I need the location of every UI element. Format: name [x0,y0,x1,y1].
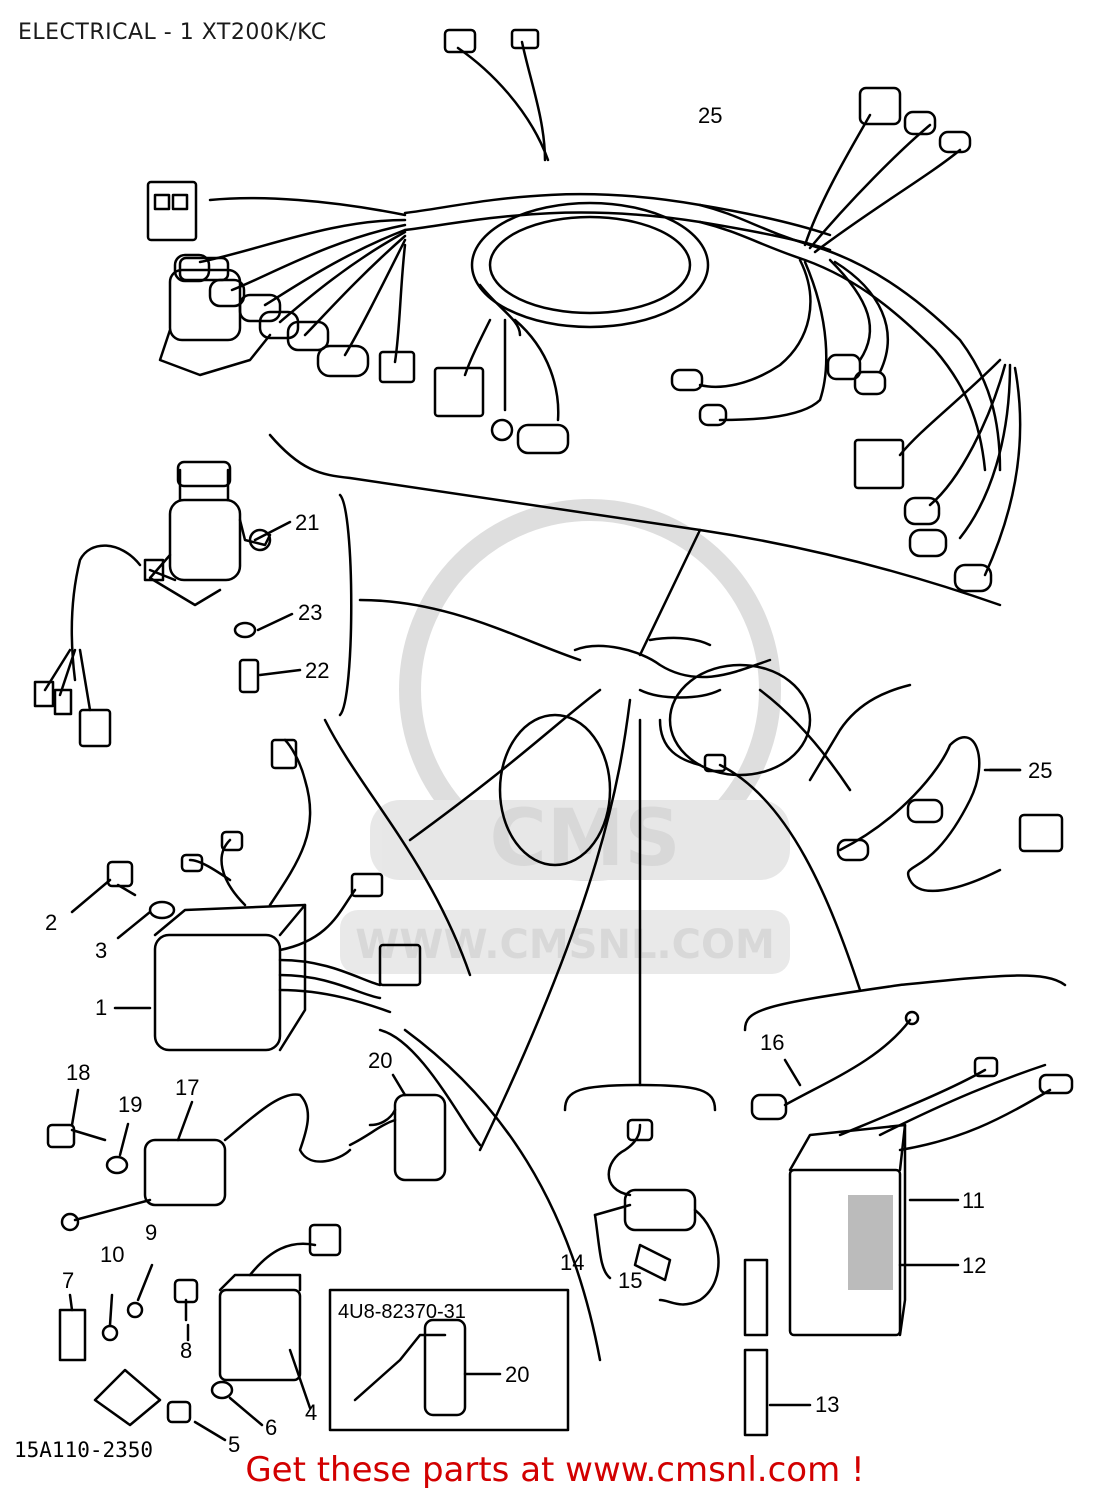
callout-21: 21 [295,510,319,535]
watermark-brand: CMS [489,794,680,884]
wire-harness [146,28,1022,657]
watermark-site: WWW.CMSNL.COM [355,922,775,968]
ignition-coil-group [46,1028,482,1232]
callout-7: 7 [62,1268,74,1293]
callout-16: 16 [760,1030,784,1055]
callout-22: 22 [305,658,329,683]
drawing-code: 15A110-2350 [14,1438,154,1462]
callout-8: 8 [180,1338,192,1363]
callout-12: 12 [962,1253,986,1278]
cms-watermark: CMS WWW.CMSNL.COM [340,499,790,974]
inset-part-code: 4U8-82370-31 [338,1301,466,1323]
callout-4: 4 [305,1400,317,1425]
callout-18: 18 [66,1060,90,1085]
frame-sketch [358,598,912,1152]
callout-6: 6 [265,1415,277,1440]
callout-13: 13 [815,1392,839,1417]
callout-19: 19 [118,1092,142,1117]
callout-15: 15 [618,1268,642,1293]
rectifier-group [58,1028,602,1442]
sensor-group [563,1083,720,1306]
callout-14: 14 [560,1250,584,1275]
callout-10: 10 [100,1242,124,1267]
inset-callout-20: 20 [505,1362,529,1387]
footer-link-text[interactable]: Get these parts at www.cmsnl.com ! [245,1450,865,1490]
inset-box [328,1288,570,1432]
battery-group [743,768,1074,1437]
callout-9: 9 [145,1220,157,1245]
callout-2: 2 [45,910,57,935]
callout-17: 17 [175,1075,199,1100]
callout-25: 25 [1028,758,1052,783]
callout-5: 5 [228,1432,240,1457]
callout-labels: 25 21 23 22 25 2 3 1 18 19 17 20 16 11 1… [45,103,1052,1457]
callout-11: 11 [962,1188,985,1213]
callout-20: 20 [368,1048,392,1073]
cdi-unit-group [70,718,472,1052]
main-switch-group [33,256,353,748]
callout-23: 23 [298,600,322,625]
callout-3: 3 [95,938,107,963]
callout-24: 25 [698,103,722,128]
page-title: ELECTRICAL - 1 XT200K/KC [18,20,327,45]
callout-1: 1 [95,995,107,1020]
